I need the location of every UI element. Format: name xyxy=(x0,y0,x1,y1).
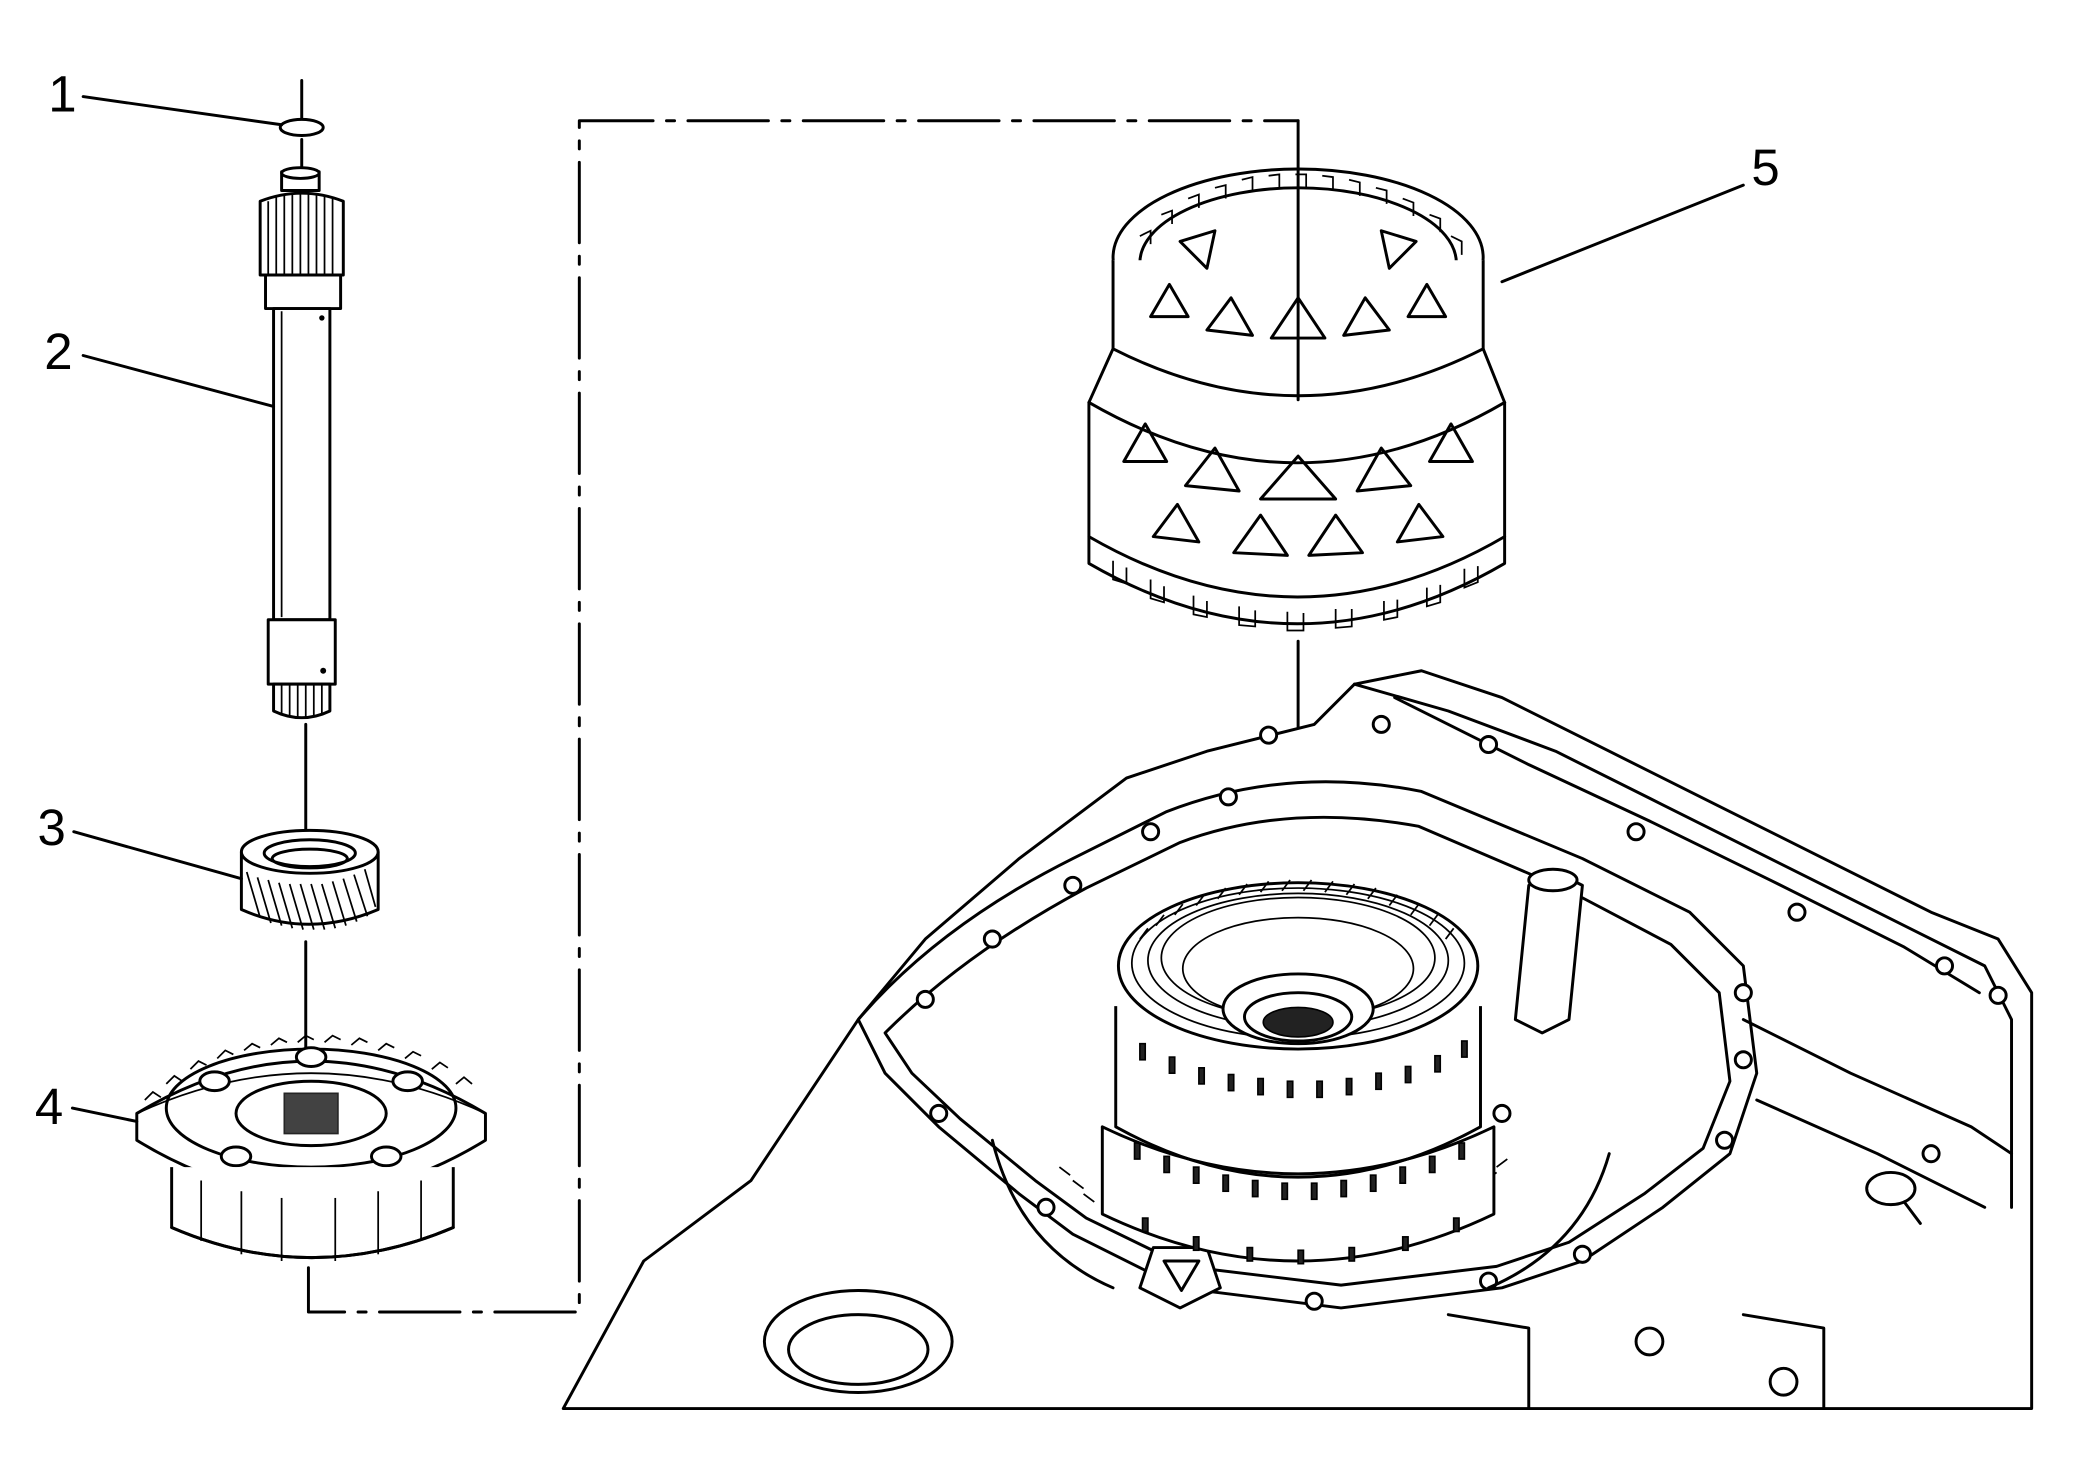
clutch-plate-teeth xyxy=(1130,887,1466,1040)
callout-5-label: 5 xyxy=(1751,139,1779,196)
part-4-carrier: 4 xyxy=(35,1034,487,1261)
part-1-seal: 1 xyxy=(48,65,325,176)
drum-slots xyxy=(1133,1040,1468,1265)
callout-2-label: 2 xyxy=(44,323,72,380)
part-2-shaft: 2 xyxy=(44,166,345,840)
gear-3-helical-teeth xyxy=(245,869,377,930)
housing-triangle-windows xyxy=(1149,229,1448,340)
part-3-helical-gear: 3 xyxy=(38,799,380,1062)
part-5-clutch-housing: 5 xyxy=(1087,139,1780,632)
shaft-top-splines xyxy=(267,193,334,276)
case-bolt-holes xyxy=(915,714,2008,1311)
callout-4-leader xyxy=(70,1106,139,1123)
callout-3-leader xyxy=(72,830,243,881)
callout-1-leader xyxy=(81,95,284,127)
callout-5-leader xyxy=(1500,183,1745,284)
housing-top-lugs xyxy=(1139,173,1463,255)
carrier-rim-teeth xyxy=(144,1034,473,1101)
callout-2-leader xyxy=(81,354,276,408)
callout-3-label: 3 xyxy=(38,799,66,856)
housing-bottom-lugs xyxy=(1112,560,1479,632)
callout-4-label: 4 xyxy=(35,1078,63,1135)
installed-clutch-pack xyxy=(1100,879,1496,1265)
callout-1-label: 1 xyxy=(48,65,76,122)
assembly-path-dashdot xyxy=(306,119,1300,1314)
